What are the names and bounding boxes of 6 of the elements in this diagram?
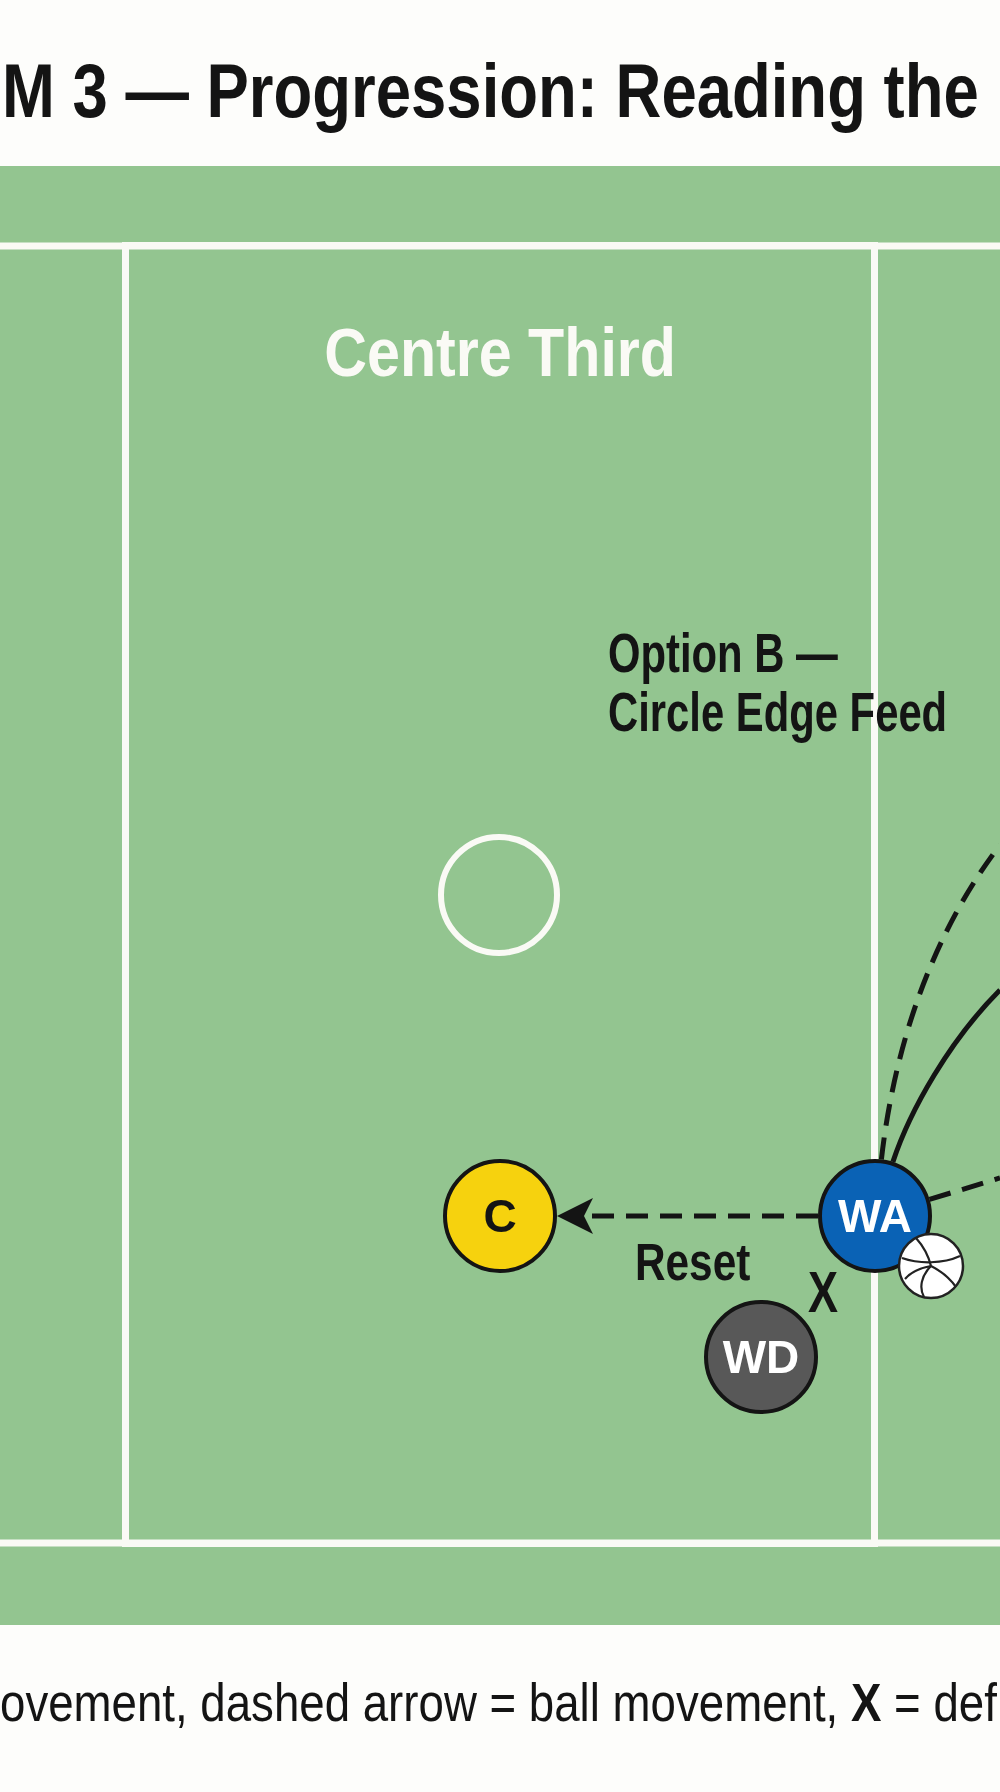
dashed-arrow bbox=[557, 1198, 818, 1234]
curved-line bbox=[890, 988, 1000, 1163]
edge-label: Reset bbox=[635, 1237, 751, 1288]
dashed-line bbox=[928, 1175, 1000, 1202]
caption: ovement, dashed arrow = ball movement, X = def bbox=[0, 1675, 997, 1729]
zone-title: Centre Third bbox=[324, 318, 676, 386]
